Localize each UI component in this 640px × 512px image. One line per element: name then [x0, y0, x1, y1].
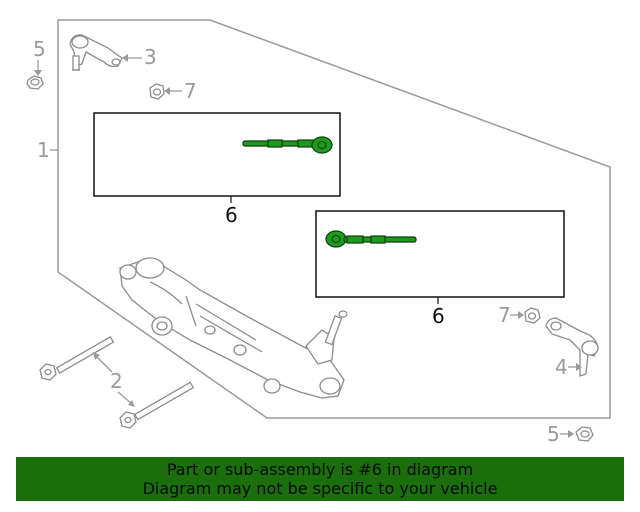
inner-tie-rod-box-bottom [315, 210, 565, 298]
nut-part-top [26, 75, 44, 90]
inner-tie-rod-box-top [93, 112, 341, 197]
callout-7-bottom-arrow [518, 311, 524, 319]
nut-part-7-top [149, 83, 165, 100]
inner-tie-rod-part-bottom [325, 230, 417, 248]
fitment-notice-banner: Part or sub-assembly is #6 in diagram Di… [16, 457, 624, 501]
callout-5-top: 5 [33, 37, 46, 61]
steering-rack-part [119, 257, 348, 399]
callout-4: 4 [555, 355, 568, 379]
callout-5-bottom-arrow [568, 430, 574, 438]
callout-5-bottom: 5 [547, 422, 560, 446]
tie-rod-end-part-left [69, 34, 123, 71]
callout-2-leader-upper [95, 355, 113, 373]
callout-3: 3 [144, 45, 157, 69]
callout-2: 2 [110, 369, 123, 393]
callout-5-top-arrow [34, 70, 42, 76]
callout-6-bottom: 6 [432, 304, 445, 328]
callout-7-top: 7 [184, 79, 197, 103]
banner-line-2: Diagram may not be specific to your vehi… [142, 479, 498, 498]
callout-3-arrow [122, 54, 128, 62]
callout-7-bottom: 7 [498, 303, 511, 327]
callout-4-arrow [576, 363, 582, 371]
tie-rod-end-part-right [545, 317, 599, 377]
banner-line-1: Part or sub-assembly is #6 in diagram [166, 460, 474, 479]
callout-1: 1 [37, 138, 50, 162]
callout-2-arrow-upper [93, 352, 100, 360]
inner-tie-rod-part-top [242, 136, 333, 154]
callout-2-arrow-lower [128, 400, 135, 407]
bolt-part-lower [119, 381, 195, 429]
nut-part-bottom [575, 426, 594, 442]
nut-part-7-bottom [524, 307, 541, 324]
callout-7-top-arrow [164, 87, 170, 95]
parts-diagram: 1 5 3 7 6 6 [26, 19, 611, 446]
callout-2-leader-lower [117, 391, 133, 405]
callout-6-top: 6 [225, 203, 238, 227]
bolt-part-upper [39, 336, 115, 381]
assembly-outline [57, 19, 611, 419]
